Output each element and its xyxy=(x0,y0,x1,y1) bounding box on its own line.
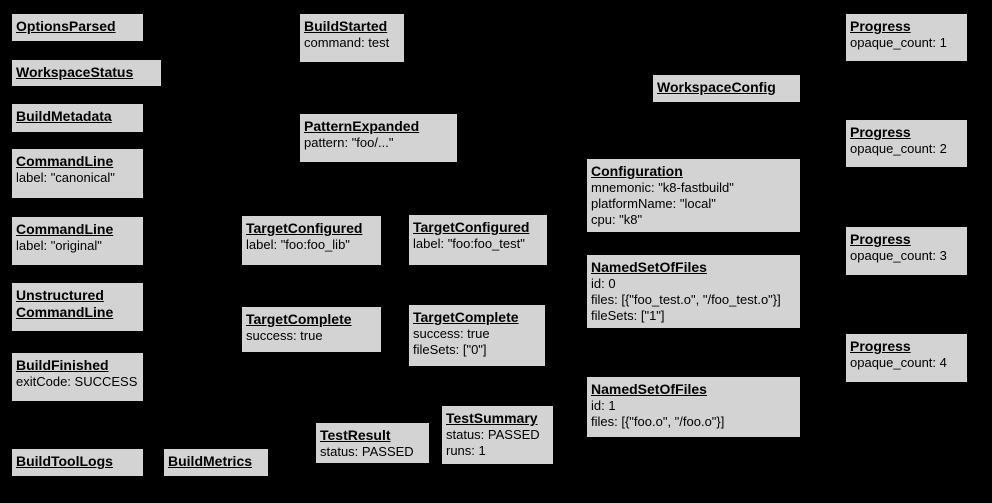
event-node-title: TargetComplete xyxy=(413,309,519,325)
event-node-build-tool-logs: BuildToolLogs xyxy=(11,448,144,477)
event-node-detail: label: "canonical" xyxy=(16,170,115,185)
event-node-detail: opaque_count: 1 xyxy=(850,35,947,50)
event-node-build-metadata: BuildMetadata xyxy=(11,103,144,133)
event-node-title: Progress xyxy=(850,18,911,34)
event-node-title: BuildFinished xyxy=(16,357,109,373)
event-node-title: TargetConfigured xyxy=(413,219,530,235)
event-node-title: Configuration xyxy=(591,163,683,179)
event-node-title: NamedSetOfFiles xyxy=(591,381,707,397)
event-node-build-metrics: BuildMetrics xyxy=(163,448,269,477)
event-node-detail: label: "original" xyxy=(16,238,102,253)
event-node-title: TestResult xyxy=(320,427,391,443)
event-node-detail: opaque_count: 3 xyxy=(850,248,947,263)
event-node-title: CommandLine xyxy=(16,221,114,237)
event-node-title: CommandLine xyxy=(16,304,114,320)
event-node-title: Unstructured xyxy=(16,287,104,303)
event-node-detail: fileSets: ["0"] xyxy=(413,342,487,357)
event-node-title: PatternExpanded xyxy=(304,118,420,134)
event-node-options-parsed: OptionsParsed xyxy=(11,13,144,42)
event-node-title: WorkspaceConfig xyxy=(657,79,776,95)
event-node-detail: status: PASSED xyxy=(320,444,414,459)
event-node-detail: success: true xyxy=(246,328,323,343)
event-node-title: TargetConfigured xyxy=(246,220,363,236)
event-node-detail: success: true xyxy=(413,326,490,341)
event-node-detail: opaque_count: 4 xyxy=(850,355,947,370)
event-node-detail: mnemonic: "k8-fastbuild" xyxy=(591,180,734,195)
event-node-detail: exitCode: SUCCESS xyxy=(16,374,138,389)
event-node-workspace-status: WorkspaceStatus xyxy=(11,59,162,87)
event-node-detail: cpu: "k8" xyxy=(591,212,643,227)
event-node-detail: label: "foo:foo_test" xyxy=(413,236,525,251)
event-node-title: Progress xyxy=(850,338,911,354)
event-node-detail: command: test xyxy=(304,35,390,50)
event-node-detail: runs: 1 xyxy=(446,443,486,458)
event-node-detail: pattern: "foo/..." xyxy=(304,135,394,150)
event-node-title: TestSummary xyxy=(446,410,538,426)
event-node-title: BuildMetadata xyxy=(16,108,112,124)
event-node-title: TargetComplete xyxy=(246,311,352,327)
event-node-title: WorkspaceStatus xyxy=(16,64,134,80)
event-node-title: BuildStarted xyxy=(304,18,388,34)
event-node-title: BuildToolLogs xyxy=(16,453,113,469)
event-node-detail: opaque_count: 2 xyxy=(850,141,947,156)
event-node-detail: files: [{"foo_test.o", "/foo_test.o"}] xyxy=(591,292,781,307)
event-node-detail: label: "foo:foo_lib" xyxy=(246,237,350,252)
event-node-title: NamedSetOfFiles xyxy=(591,259,707,275)
event-node-title: Progress xyxy=(850,124,911,140)
event-node-detail: files: [{"foo.o", "/foo.o"}] xyxy=(591,414,725,429)
event-node-title: Progress xyxy=(850,231,911,247)
event-node-workspace-config: WorkspaceConfig xyxy=(652,74,801,103)
event-node-detail: id: 0 xyxy=(591,276,616,291)
event-node-title: CommandLine xyxy=(16,153,114,169)
event-node-title: OptionsParsed xyxy=(16,18,116,34)
event-node-detail: status: PASSED xyxy=(446,427,540,442)
event-node-detail: id: 1 xyxy=(591,398,616,413)
event-node-detail: platformName: "local" xyxy=(591,196,716,211)
event-node-title: BuildMetrics xyxy=(168,453,253,469)
event-node-detail: fileSets: ["1"] xyxy=(591,308,665,323)
